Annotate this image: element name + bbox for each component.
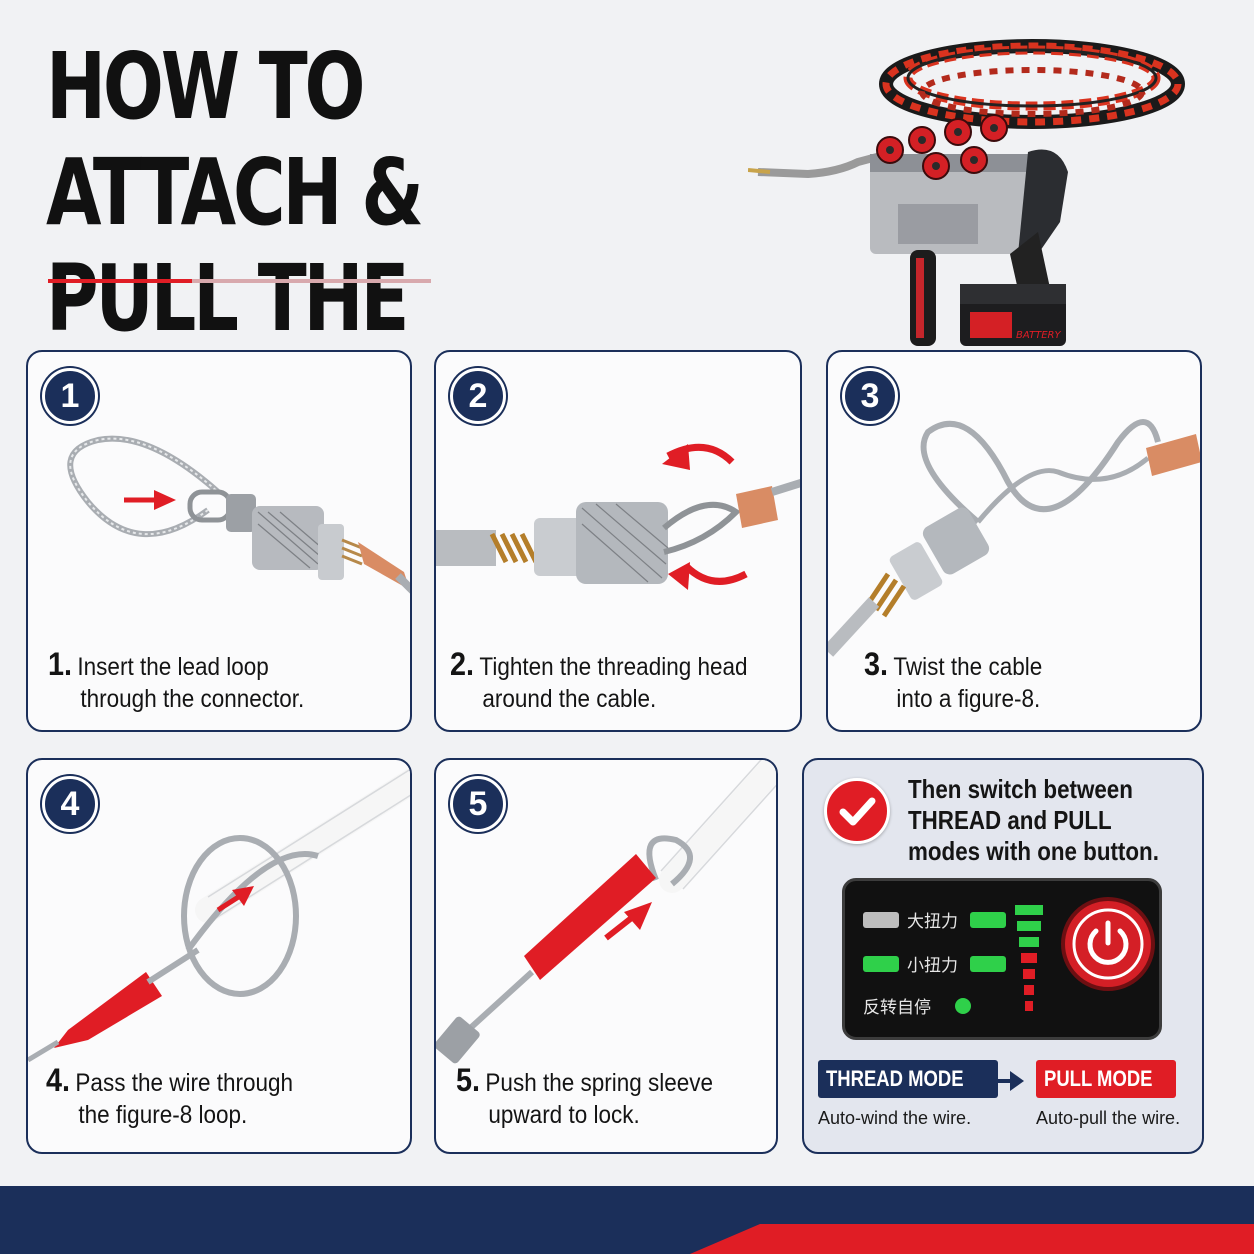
step-3-badge: 3 bbox=[842, 368, 898, 424]
step-1-line-1: Insert the lead loop bbox=[77, 653, 269, 681]
footer-band bbox=[0, 1186, 1254, 1254]
step-2-illustration bbox=[436, 443, 800, 590]
step-4-number: 4. bbox=[46, 1062, 71, 1098]
step-2-line-1: Tighten the threading head bbox=[479, 653, 748, 681]
step-2-caption: 2.Tighten the threading head around the … bbox=[450, 648, 748, 715]
power-level-bars bbox=[1015, 905, 1043, 1011]
mode-switch-line-1: Then switch between bbox=[908, 774, 1133, 804]
low-torque-label: 小扭力 bbox=[907, 956, 958, 976]
step-3-line-1: Twist the cable bbox=[893, 653, 1043, 681]
battery-label: BATTERY bbox=[1016, 330, 1061, 341]
step-5-card: 5 5.Push the spring sleeve upward to loc… bbox=[434, 758, 778, 1154]
double-arrow-icon bbox=[966, 1071, 1024, 1091]
step-3-number: 3. bbox=[864, 646, 889, 682]
mode-switch-card: Then switch between THREAD and PULL mode… bbox=[802, 758, 1204, 1154]
auto-stop-label: 反转自停 bbox=[863, 998, 931, 1018]
step-1-illustration bbox=[67, 435, 410, 594]
step-5-caption: 5.Push the spring sleeve upward to lock. bbox=[456, 1064, 713, 1131]
low-torque-led bbox=[970, 955, 1006, 972]
step-1-line-2: through the connector. bbox=[80, 685, 305, 713]
checkmark-icon bbox=[824, 778, 890, 844]
step-3-card: 3 3.Twist the cable into a figure-8. bbox=[826, 350, 1202, 732]
auto-stop-led bbox=[955, 997, 971, 1014]
pull-mode-text: PULL MODE bbox=[1044, 1066, 1153, 1091]
high-torque-led bbox=[970, 911, 1006, 928]
step-3-line-2: into a figure-8. bbox=[896, 685, 1041, 713]
thread-mode-description: Auto-wind the wire. bbox=[818, 1108, 972, 1128]
step-5-illustration bbox=[436, 760, 776, 1064]
pull-mode-description: Auto-pull the wire. bbox=[1036, 1108, 1181, 1128]
thread-mode-label: THREAD MODE bbox=[818, 1060, 998, 1098]
step-4-caption: 4.Pass the wire through the figure-8 loo… bbox=[46, 1064, 293, 1131]
step-4-line-2: the figure-8 loop. bbox=[78, 1101, 248, 1129]
power-icon bbox=[1072, 908, 1144, 980]
step-3-illustration bbox=[828, 419, 1200, 657]
step-5-number: 5. bbox=[456, 1062, 481, 1098]
mode-switch-text: Then switch between THREAD and PULL mode… bbox=[908, 774, 1159, 867]
step-5-badge: 5 bbox=[450, 776, 506, 832]
step-4-line-1: Pass the wire through bbox=[75, 1069, 294, 1097]
step-5-line-2: upward to lock. bbox=[488, 1101, 640, 1129]
title-line-1: HOW TO ATTACH & bbox=[46, 33, 424, 246]
step-4-badge: 4 bbox=[42, 776, 98, 832]
thread-mode-text: THREAD MODE bbox=[826, 1066, 964, 1091]
step-1-number: 1. bbox=[48, 646, 73, 682]
step-5-line-1: Push the spring sleeve bbox=[485, 1069, 714, 1097]
mode-switch-line-2: THREAD and PULL bbox=[908, 805, 1112, 835]
wire-threading-tool-image: BATTERY bbox=[748, 39, 1185, 346]
step-2-card: 2 2.Tighten the threading head around th… bbox=[434, 350, 802, 732]
pull-mode-label: PULL MODE bbox=[1036, 1060, 1176, 1098]
control-panel: 大扭力 小扭力 反转自停 bbox=[842, 878, 1162, 1040]
step-2-badge: 2 bbox=[450, 368, 506, 424]
high-torque-label: 大扭力 bbox=[907, 912, 958, 932]
step-2-number: 2. bbox=[450, 646, 475, 682]
high-torque-indicator bbox=[863, 911, 899, 928]
low-torque-indicator bbox=[863, 955, 899, 972]
mode-switch-line-3: modes with one button. bbox=[908, 836, 1159, 866]
power-button[interactable] bbox=[1061, 897, 1155, 991]
step-2-line-2: around the cable. bbox=[482, 685, 657, 713]
step-4-illustration bbox=[28, 767, 410, 1063]
step-4-card: 4 4.Pass the wire through the figure-8 l… bbox=[26, 758, 412, 1154]
step-1-card: 1 1.Insert the lead loop through the con… bbox=[26, 350, 412, 732]
step-3-caption: 3.Twist the cable into a figure-8. bbox=[864, 648, 1042, 715]
step-1-badge: 1 bbox=[42, 368, 98, 424]
step-1-caption: 1.Insert the lead loop through the conne… bbox=[48, 648, 304, 715]
title-underline bbox=[48, 279, 431, 283]
